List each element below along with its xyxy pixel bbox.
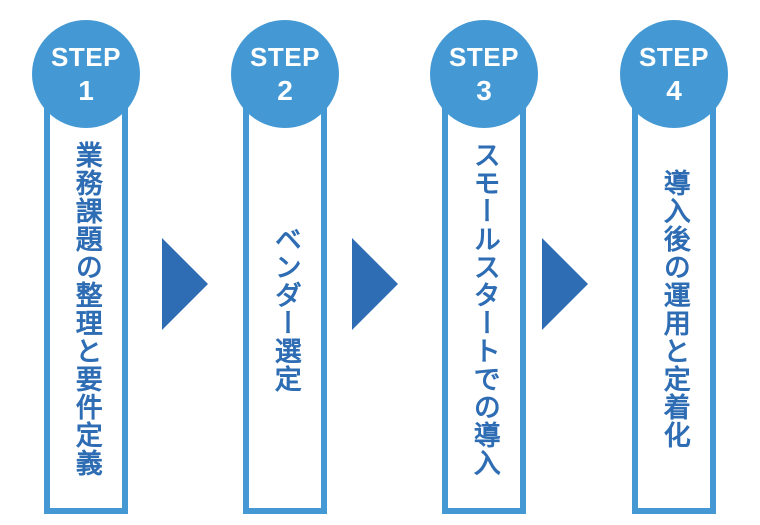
step-4-badge-word: STEP bbox=[639, 41, 709, 72]
step-4-box bbox=[632, 86, 716, 514]
step-3-badge-number: 3 bbox=[476, 74, 492, 106]
step-1-badge-number: 1 bbox=[78, 74, 94, 106]
step-1-box bbox=[44, 86, 128, 514]
step-4-badge: STEP 4 bbox=[620, 20, 728, 128]
step-2-badge-word: STEP bbox=[250, 41, 320, 72]
step-2-badge: STEP 2 bbox=[231, 20, 339, 128]
right-triangle-arrow-icon bbox=[162, 238, 208, 330]
step-4-badge-number: 4 bbox=[666, 74, 682, 106]
step-3-badge-word: STEP bbox=[449, 41, 519, 72]
step-1-badge: STEP 1 bbox=[32, 20, 140, 128]
step-2-box bbox=[243, 86, 327, 514]
step-1-badge-word: STEP bbox=[51, 41, 121, 72]
step-3-box bbox=[442, 86, 526, 514]
right-triangle-arrow-icon bbox=[542, 238, 588, 330]
step-3-badge: STEP 3 bbox=[430, 20, 538, 128]
right-triangle-arrow-icon bbox=[352, 238, 398, 330]
process-step-3: スモールスタートでの導入 STEP 3 bbox=[398, 0, 588, 525]
step-2-badge-number: 2 bbox=[277, 74, 293, 106]
process-step-4: 導入後の運用と定着化 STEP 4 bbox=[588, 0, 760, 525]
